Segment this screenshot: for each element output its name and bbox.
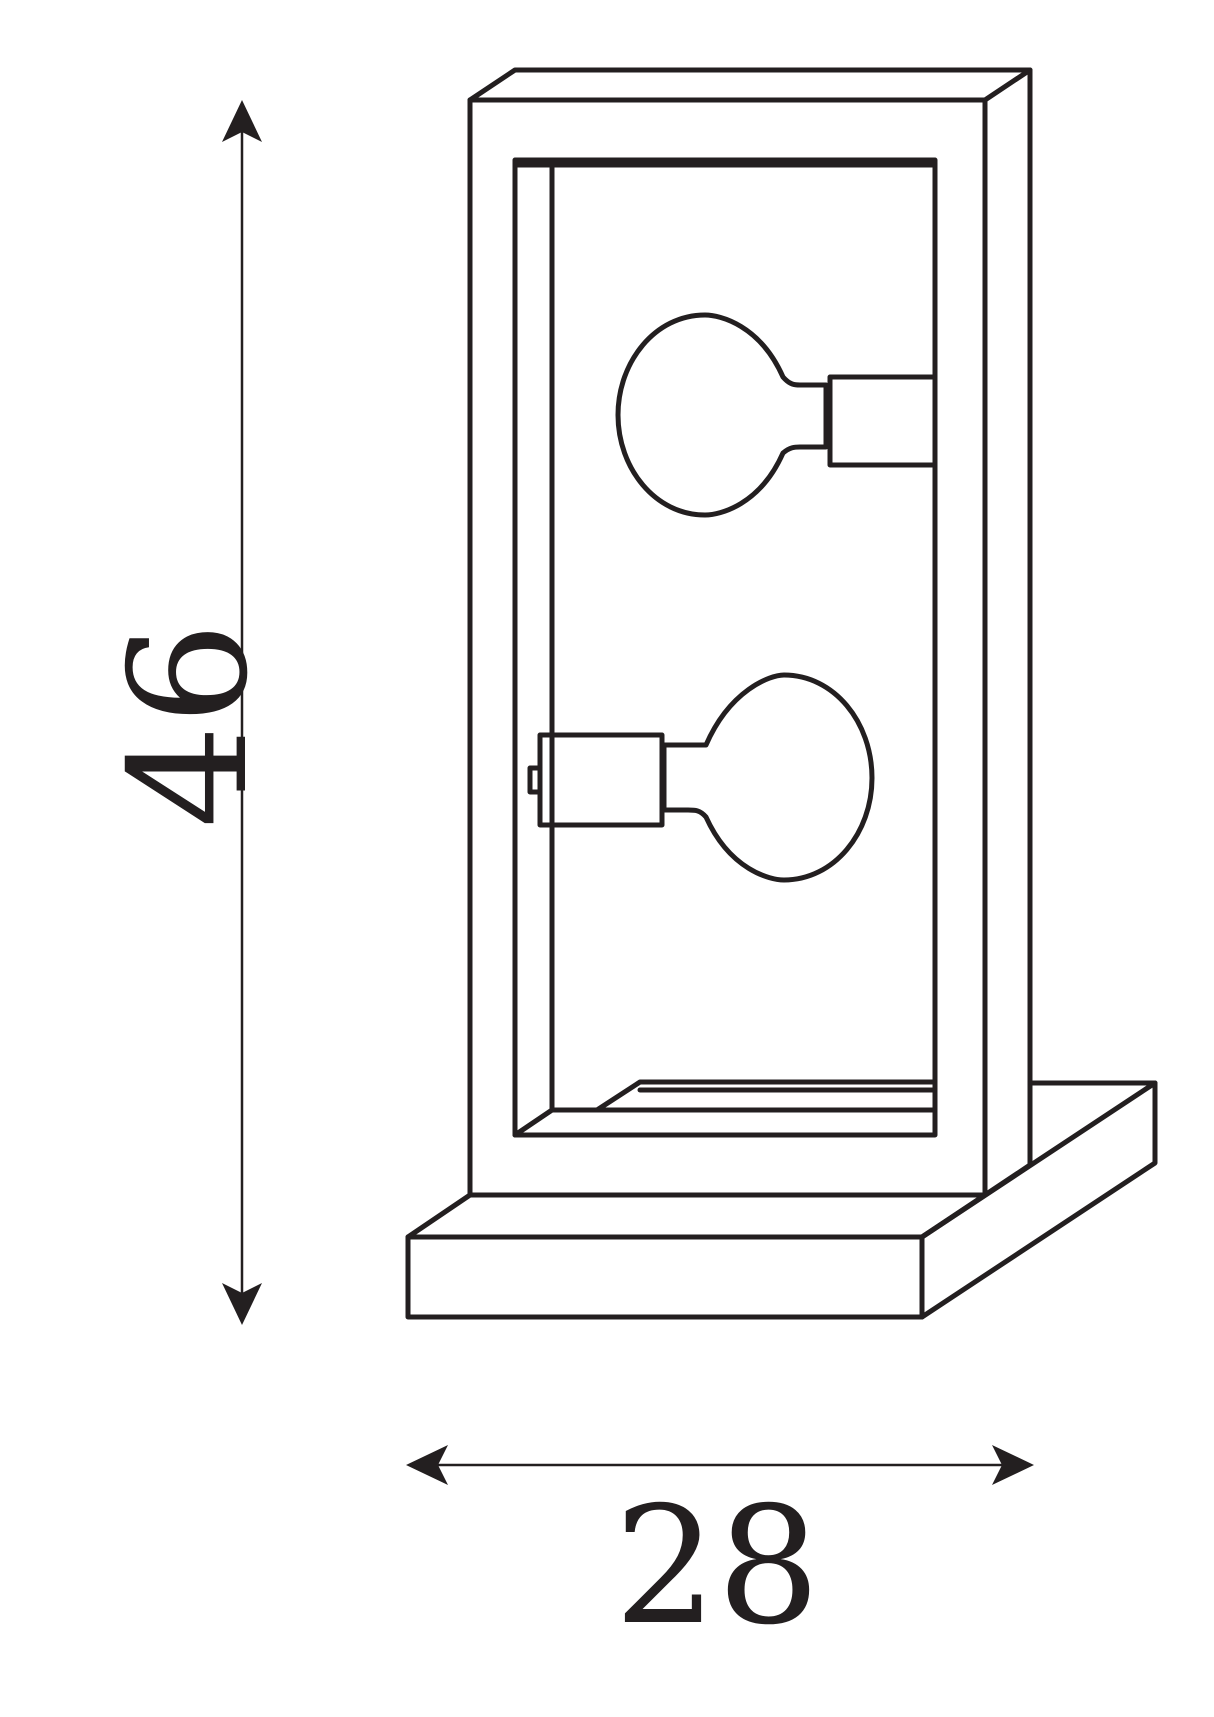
upper-bulb-glass [615,312,829,518]
base-top-edge [405,1192,988,1240]
frame-top-face [467,67,1033,103]
base-right-face [919,1080,1158,1320]
arrowhead-right-icon [992,1445,1034,1485]
width-label: 28 [614,1473,820,1661]
width-dimension-arrow [406,1445,1034,1485]
height-dimension-arrow [222,100,262,1325]
lamp-outline [405,67,1158,1320]
lightbulb-icon [615,312,938,518]
opening-outline [512,157,938,1138]
base-frame-join [982,1162,1033,1198]
frame-front-face [467,97,988,1198]
arrowhead-up-icon [222,100,262,142]
lightbulb-icon [527,672,875,883]
height-label: 46 [96,622,284,828]
upper-socket [827,374,938,468]
opening-shelf-edge [594,1079,938,1113]
lower-bulb-glass [661,672,875,883]
lower-socket-tab [527,765,543,795]
opening-floor-back [512,1107,938,1138]
base-front-face [405,1234,925,1320]
base [405,1080,1158,1320]
arrowhead-left-icon [406,1445,448,1485]
arrowhead-down-icon [222,1283,262,1325]
inner-opening [512,157,938,1138]
lower-socket [537,732,665,828]
